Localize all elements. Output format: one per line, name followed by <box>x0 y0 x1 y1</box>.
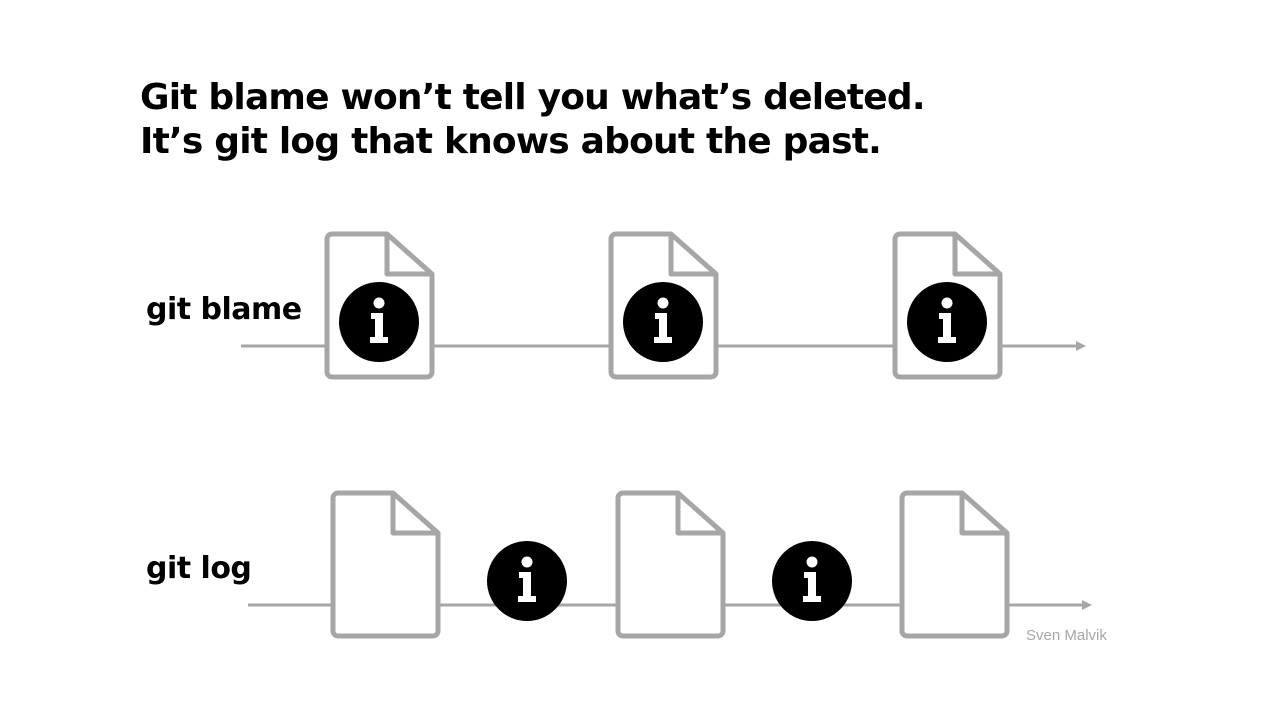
git-blame-row <box>241 234 1086 377</box>
log-file-2 <box>618 493 723 636</box>
document-icon <box>902 493 1007 636</box>
document-icon <box>618 493 723 636</box>
git-blame-label: git blame <box>146 292 302 327</box>
log-file-1 <box>333 493 438 636</box>
log-timeline-arrowhead <box>1082 600 1092 610</box>
info-icon <box>907 282 987 362</box>
slide-title: Git blame won’t tell you what’s deleted.… <box>140 76 1140 164</box>
blame-file-2 <box>611 234 716 377</box>
blame-timeline-arrowhead <box>1076 341 1086 351</box>
log-file-3 <box>902 493 1007 636</box>
info-icon <box>623 282 703 362</box>
git-log-row <box>248 493 1092 636</box>
title-line-2: It’s git log that knows about the past. <box>140 121 882 162</box>
blame-file-1 <box>327 234 432 377</box>
blame-file-3 <box>895 234 1000 377</box>
git-log-label: git log <box>146 551 252 586</box>
log-info-icon-1 <box>487 541 567 621</box>
log-info-icon-2 <box>772 541 852 621</box>
info-icon <box>339 282 419 362</box>
author-credit: Sven Malvik <box>1026 627 1107 644</box>
document-icon <box>333 493 438 636</box>
title-line-1: Git blame won’t tell you what’s deleted. <box>140 77 926 118</box>
